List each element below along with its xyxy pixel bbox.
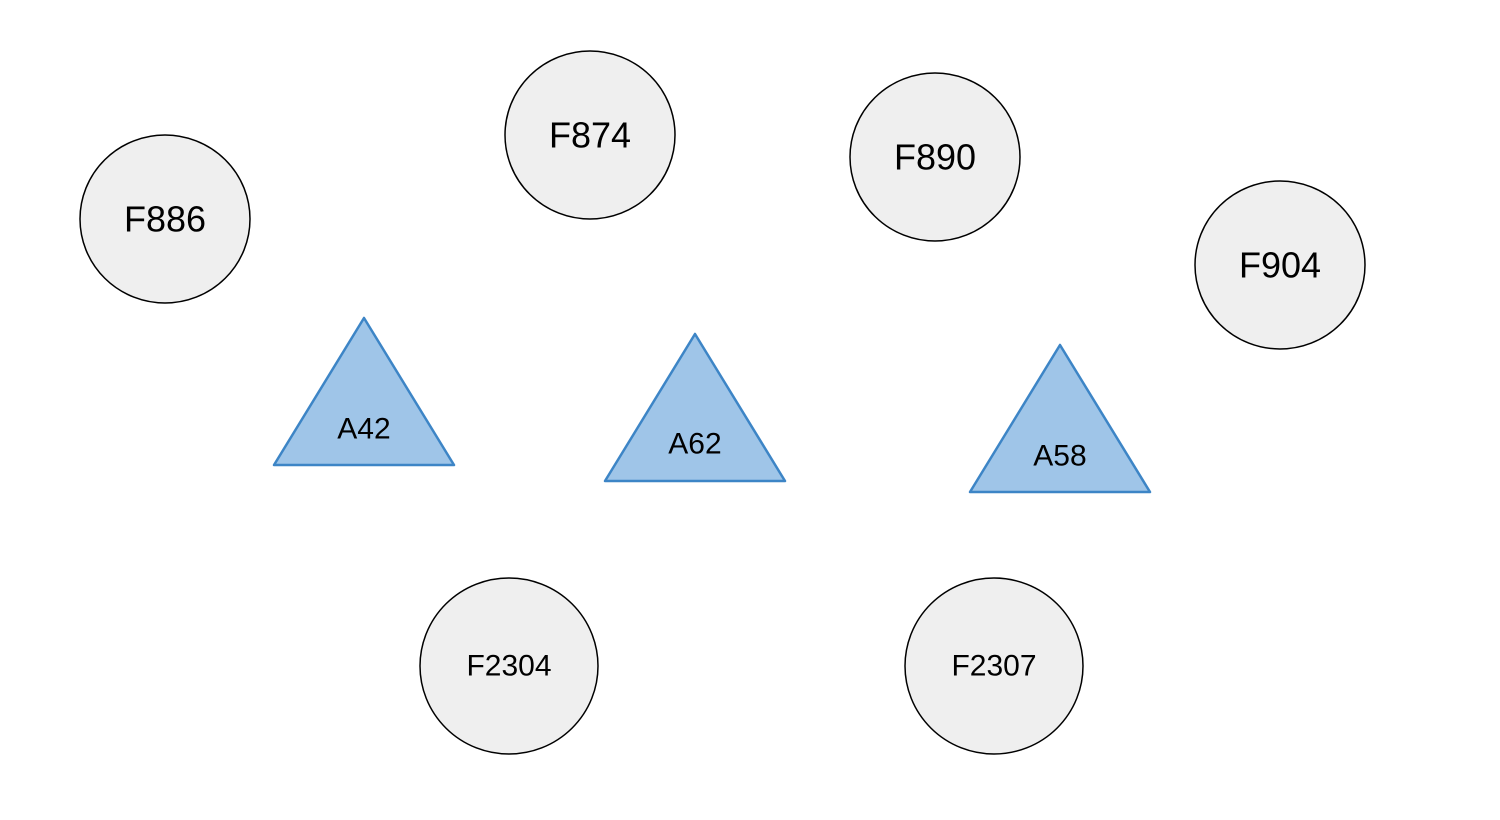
- circle-shape: [419, 577, 599, 755]
- node-label: F904: [1239, 245, 1321, 286]
- node-label: A58: [1033, 440, 1086, 473]
- node-label: F2304: [466, 650, 551, 683]
- node-label: F890: [894, 137, 976, 178]
- node-label: A62: [668, 428, 721, 461]
- triangle-shape: [603, 332, 787, 483]
- node-label: F886: [124, 199, 206, 240]
- circle-shape: [849, 72, 1021, 242]
- circle-shape: [1194, 180, 1366, 350]
- circle-shape: [79, 134, 251, 304]
- node-f890: F890: [849, 72, 1021, 242]
- node-f886: F886: [79, 134, 251, 304]
- node-a62: A62: [603, 332, 787, 483]
- node-a58: A58: [968, 343, 1152, 494]
- node-f904: F904: [1194, 180, 1366, 350]
- triangle-shape: [272, 316, 456, 467]
- node-f2307: F2307: [904, 577, 1084, 755]
- node-label: F874: [549, 115, 631, 156]
- node-f2304: F2304: [419, 577, 599, 755]
- node-label: F2307: [951, 650, 1036, 683]
- node-f874: F874: [504, 50, 676, 220]
- circle-shape: [904, 577, 1084, 755]
- node-a42: A42: [272, 316, 456, 467]
- circle-shape: [504, 50, 676, 220]
- node-label: A42: [337, 413, 390, 446]
- triangle-shape: [968, 343, 1152, 494]
